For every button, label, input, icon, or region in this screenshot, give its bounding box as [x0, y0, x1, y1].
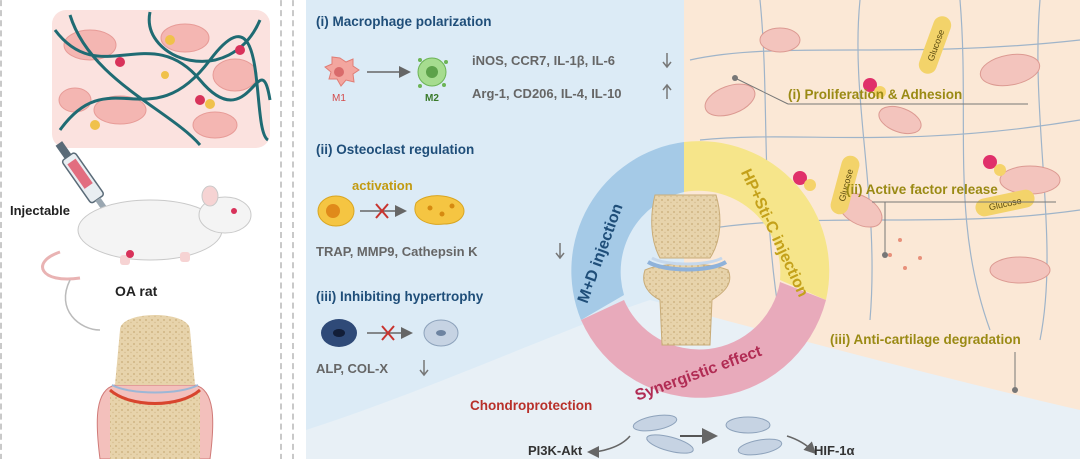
rat-illustration	[41, 185, 252, 281]
proliferation-label: (i) Proliferation & Adhesion	[788, 87, 962, 102]
m1-cell-icon	[324, 56, 360, 87]
increase-arrow-icon	[662, 83, 672, 99]
osteoclast-precursor-icon	[317, 195, 355, 227]
bottom-chondrocytes	[632, 414, 783, 456]
hypertrophy-title: (iii) Inhibiting hypertrophy	[316, 289, 484, 304]
oa-rat-label: OA rat	[115, 283, 158, 299]
hypertrophy-markers-text: ALP, COL-X	[316, 361, 388, 376]
decrease-arrow-icon	[419, 360, 429, 377]
pi3k-akt-label: PI3K-Akt	[528, 443, 583, 458]
m2-cell-icon	[417, 57, 448, 88]
macrophage-title: (i) Macrophage polarization	[316, 14, 492, 29]
hydrogel-network-illustration	[52, 10, 272, 148]
active-factor-molecules	[793, 78, 1006, 270]
glucose-tags: Glucose Glucose Glucose	[830, 16, 1035, 217]
activation-label: activation	[352, 178, 413, 193]
pathway-arrow-right	[786, 435, 817, 455]
md-injection-arc	[571, 142, 684, 320]
decrease-arrow-icon	[662, 53, 672, 69]
chondroprotection-label: Chondroprotection	[470, 398, 592, 413]
left-panel-frame	[0, 0, 282, 459]
healthy-knee-joint-illustration	[643, 194, 731, 346]
inhibition-cross-icon	[375, 203, 389, 219]
leader-dot	[1012, 387, 1018, 393]
osteoclast-title: (ii) Osteoclast regulation	[316, 142, 474, 157]
proliferation-leader-line	[734, 77, 789, 105]
oa-joint-illustration	[96, 315, 214, 459]
inhibition-cross-icon	[381, 325, 395, 341]
m2-markers-text: Arg-1, CD206, IL-4, IL-10	[472, 86, 622, 101]
osteoclast-markers-text: TRAP, MMP9, Cathepsin K	[316, 244, 478, 259]
hif1a-label: HIF-1α	[814, 443, 855, 458]
zoom-connector-line	[64, 279, 101, 331]
decrease-arrow-icon	[555, 243, 565, 260]
main-panel-frame	[292, 0, 1080, 459]
active-factor-release-label: (ii) Active factor release	[846, 182, 998, 197]
hypertrophic-cell-icon	[321, 319, 357, 347]
normal-chondrocyte-icon	[423, 319, 459, 347]
chondrocyte-cells	[704, 27, 1061, 284]
syringe-illustration	[55, 141, 113, 219]
m1-markers-text: iNOS, CCR7, IL-1β, IL-6	[472, 53, 615, 68]
hp-stic-injection-arc	[684, 141, 830, 300]
injectable-label: Injectable	[10, 203, 70, 218]
leader-dot	[732, 75, 738, 81]
leader-dot	[882, 252, 888, 258]
m2-label: M2	[425, 93, 439, 104]
m1-label: M1	[332, 93, 346, 104]
synergistic-effect-arc	[581, 282, 826, 398]
anti-cartilage-degradation-label: (iii) Anti-cartilage degradation	[830, 332, 1021, 347]
activated-osteoclast-icon	[414, 195, 465, 225]
pathway-arrow-left	[587, 435, 631, 458]
